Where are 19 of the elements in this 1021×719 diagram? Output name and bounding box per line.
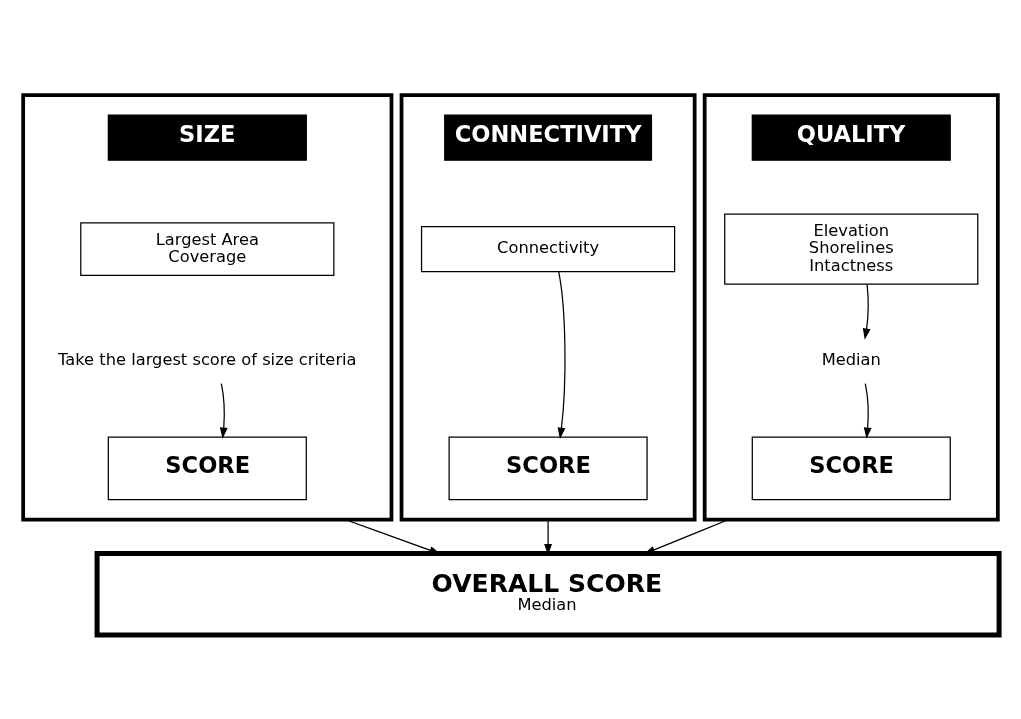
node-box: SCORE: [107, 435, 307, 500]
node-box: Connectivity: [420, 225, 676, 272]
cluster: [399, 92, 697, 522]
cluster: [702, 92, 1000, 522]
node-box: OVERALL SCORE Median: [94, 550, 1002, 637]
cluster: [21, 92, 394, 522]
arrow: [219, 382, 228, 439]
node-text: Median: [821, 349, 881, 369]
node-box: CONNECTIVITY: [444, 113, 653, 161]
node-box: SIZE: [107, 113, 307, 161]
node-box: QUALITY: [751, 113, 951, 161]
node-box: SCORE: [448, 435, 648, 500]
arrow: [862, 283, 871, 340]
node-box: SCORE: [751, 435, 951, 500]
arrow: [863, 382, 872, 439]
arrow: [557, 270, 566, 439]
node-box: Elevation Shorelines Intactness: [724, 212, 979, 285]
node-text: Take the largest score of size criteria: [58, 349, 357, 369]
node-box: Largest Area Coverage: [80, 221, 335, 276]
